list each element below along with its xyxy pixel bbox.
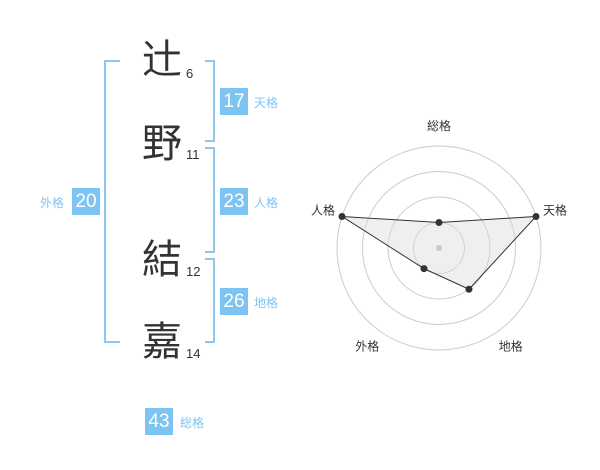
jinkaku-value: 23 bbox=[220, 188, 248, 215]
tenkaku-label: 天格 bbox=[254, 96, 279, 110]
jinkaku-bracket bbox=[205, 147, 215, 253]
stroke-count-1: 6 bbox=[186, 66, 194, 81]
radar-axis-label-3: 地格 bbox=[499, 339, 523, 354]
radar-point-5 bbox=[338, 212, 346, 220]
name-char-1: 辻 bbox=[142, 37, 182, 83]
name-char-3: 結 bbox=[142, 237, 182, 283]
jinkaku-label: 人格 bbox=[254, 196, 279, 210]
radar-axis-label-1: 総格 bbox=[427, 118, 451, 133]
radar-point-4 bbox=[420, 265, 428, 273]
soukaku-value: 43 bbox=[145, 408, 173, 435]
name-char-2: 野 bbox=[142, 121, 182, 167]
radar-axis-label-5: 人格 bbox=[311, 202, 335, 217]
radar-axis-label-4: 外格 bbox=[355, 339, 379, 354]
gaikaku-bracket bbox=[104, 60, 120, 343]
radar-grid-ring bbox=[362, 171, 516, 325]
radar-area bbox=[341, 215, 538, 290]
radar-point-1 bbox=[435, 219, 443, 226]
radar-grid-ring bbox=[387, 196, 491, 300]
gaikaku-value: 20 bbox=[72, 188, 100, 215]
tenkaku-bracket bbox=[205, 60, 215, 142]
chikaku-value: 26 bbox=[220, 288, 248, 315]
chikaku-bracket bbox=[205, 258, 215, 343]
radar-axis-label-2: 天格 bbox=[543, 202, 567, 217]
stroke-count-3: 12 bbox=[186, 264, 201, 279]
radar-grid-ring bbox=[336, 145, 542, 351]
stroke-count-4: 14 bbox=[186, 346, 201, 361]
gaikaku-label: 外格 bbox=[40, 196, 65, 210]
chikaku-label: 地格 bbox=[254, 296, 279, 310]
radar-point-2 bbox=[532, 212, 540, 220]
radar-center bbox=[436, 245, 442, 251]
stroke-count-2: 11 bbox=[186, 147, 200, 162]
radar-point-3 bbox=[465, 285, 473, 293]
tenkaku-value: 17 bbox=[220, 88, 248, 115]
name-char-4: 嘉 bbox=[142, 319, 182, 365]
soukaku-label: 総格 bbox=[180, 416, 205, 430]
